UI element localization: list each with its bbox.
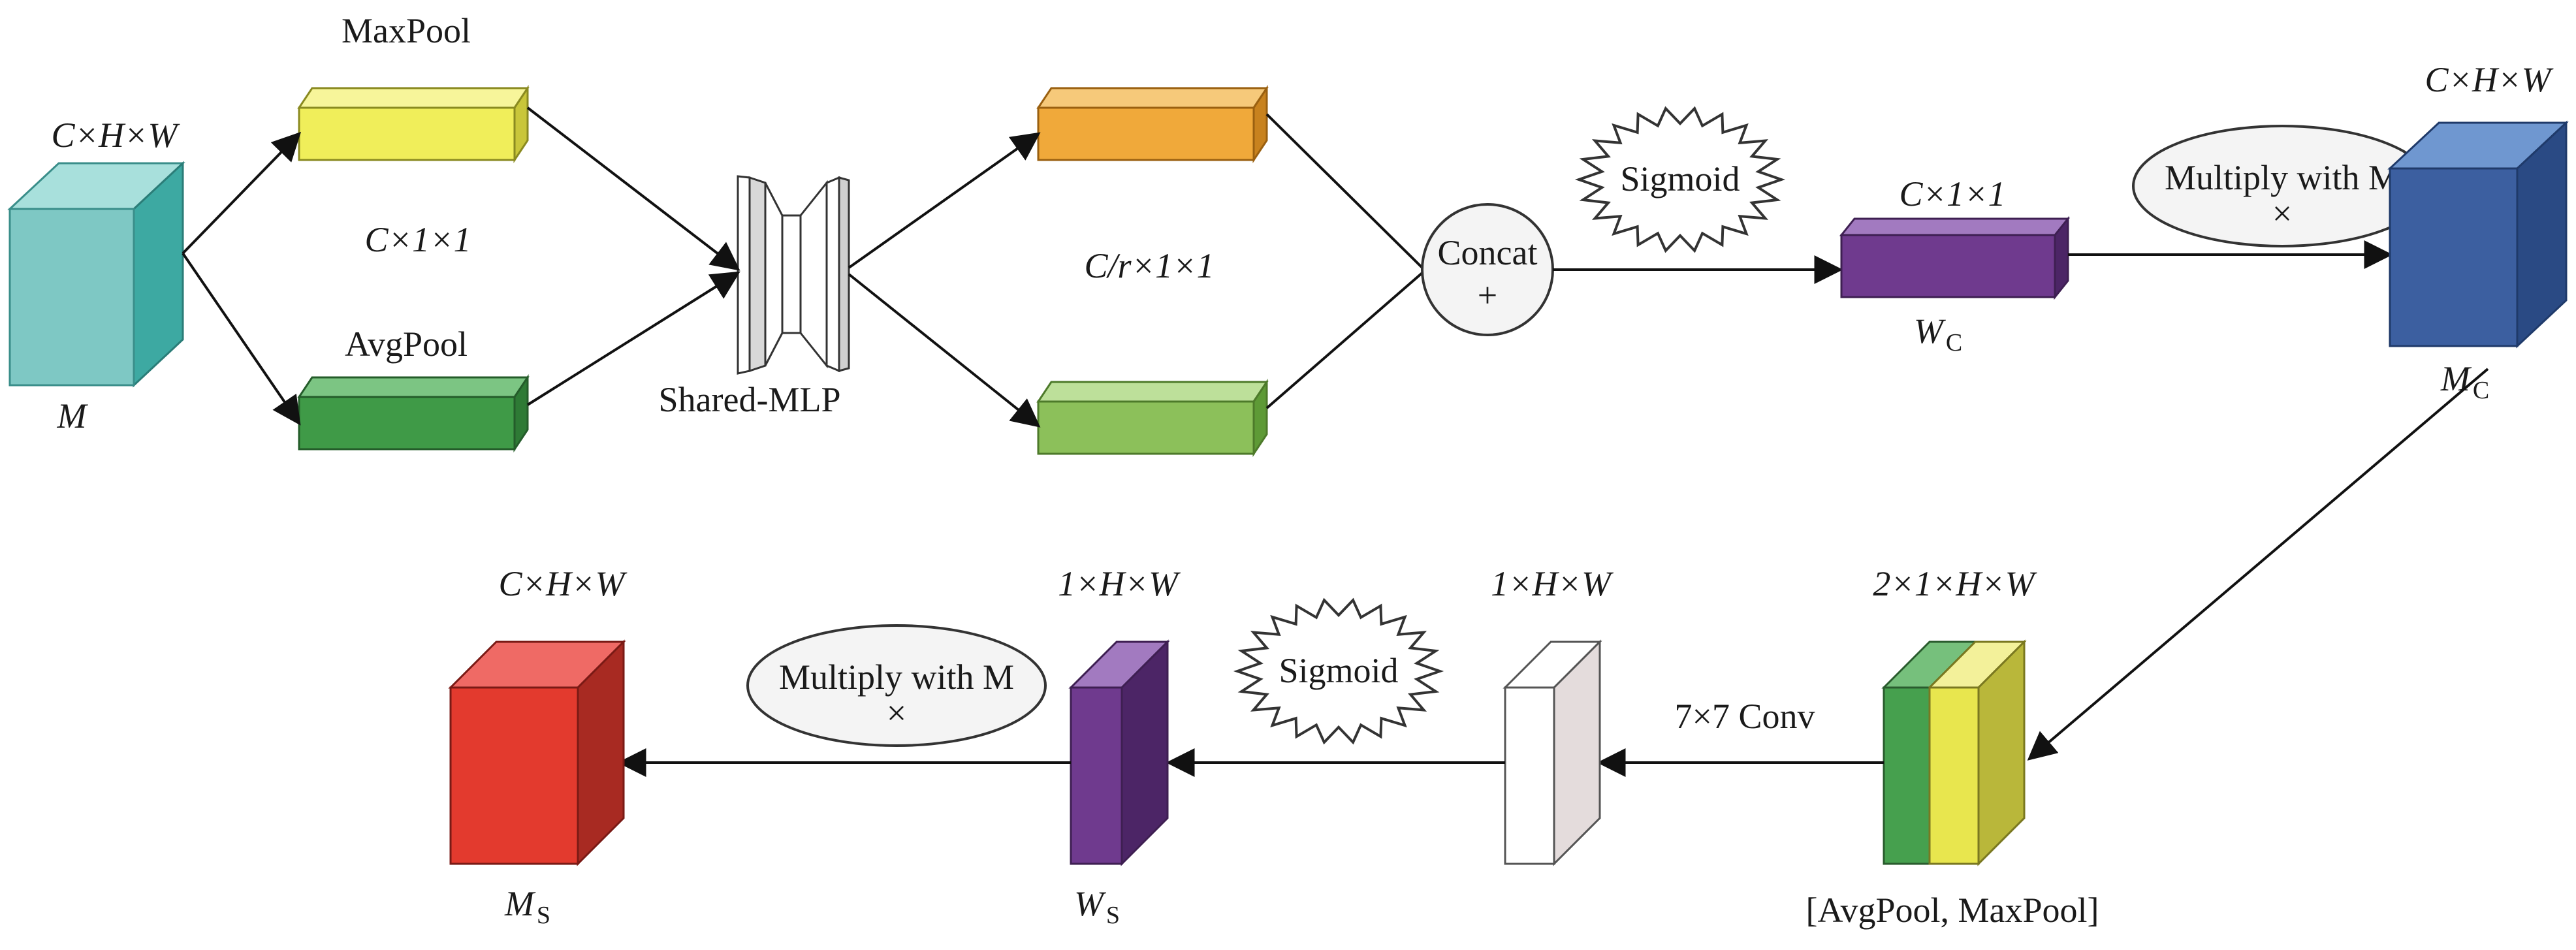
arrow-m-to-maxpool	[182, 131, 302, 255]
multiply-op-bottom: ×	[887, 693, 906, 733]
conv-label: 7×7 Conv	[1675, 697, 1815, 736]
concat-op: +	[1478, 276, 1497, 315]
multiply-label-top: Multiply with M	[2165, 158, 2400, 197]
line-top-to-concat	[1265, 113, 1423, 269]
avgpool-label: AvgPool	[345, 325, 468, 364]
mlp-output-bottom	[1036, 379, 1269, 457]
shared-mlp	[737, 175, 850, 375]
sigmoid-label-bottom: Sigmoid	[1279, 651, 1398, 690]
sigmoid-label-top: Sigmoid	[1620, 159, 1740, 198]
channel-output-dims: C×H×W	[2425, 60, 2554, 99]
arrow-mc-to-spatial-pool	[2027, 368, 2489, 761]
spatial-pool-cube	[1881, 639, 2027, 866]
spatial-output-cube	[448, 639, 626, 866]
channel-weight-bar	[1839, 215, 2071, 300]
spatial-weight-dims: 1×H×W	[1058, 564, 1181, 603]
input-dims: C×H×W	[52, 116, 181, 155]
maxpool-bar	[297, 85, 530, 163]
mlp-label: Shared-MLP	[659, 380, 841, 419]
line-bottom-to-concat	[1265, 272, 1423, 409]
pool-dims: C×1×1	[365, 220, 471, 259]
spatial-weight-slab	[1068, 639, 1170, 866]
arrow-mlp-to-bottom	[848, 273, 1041, 428]
multiply-node-bottom	[746, 624, 1047, 747]
arrow-maxpool-to-mlp	[526, 106, 740, 271]
arrow-m-to-avgpool	[182, 252, 301, 426]
spatial-conv-slab	[1503, 639, 1602, 866]
concat-label: Concat	[1438, 233, 1538, 272]
multiply-label-bottom: Multiply with M	[779, 657, 1014, 697]
spatial-pool-caption: [AvgPool, MaxPool]	[1805, 891, 2099, 930]
sigmoid-star-bottom	[1233, 597, 1444, 745]
spatial-pool-dims: 2×1×H×W	[1873, 564, 2037, 603]
spatial-output-dims: C×H×W	[499, 564, 628, 603]
weight-dims: C×1×1	[1900, 174, 2006, 214]
input-name: M	[57, 396, 89, 435]
mlp-output-top	[1036, 85, 1269, 163]
arrow-mlp-to-top	[848, 132, 1041, 269]
maxpool-label: MaxPool	[342, 11, 471, 50]
arrow-avgpool-to-mlp	[526, 271, 740, 406]
conv-output-dims: 1×H×W	[1491, 564, 1614, 603]
multiply-op-top: ×	[2272, 194, 2292, 233]
avgpool-bar	[297, 374, 530, 452]
input-cube	[7, 161, 185, 388]
sigmoid-star-top	[1574, 106, 1786, 253]
reduced-dims: C/r×1×1	[1085, 246, 1215, 285]
channel-output-cube	[2387, 120, 2569, 349]
